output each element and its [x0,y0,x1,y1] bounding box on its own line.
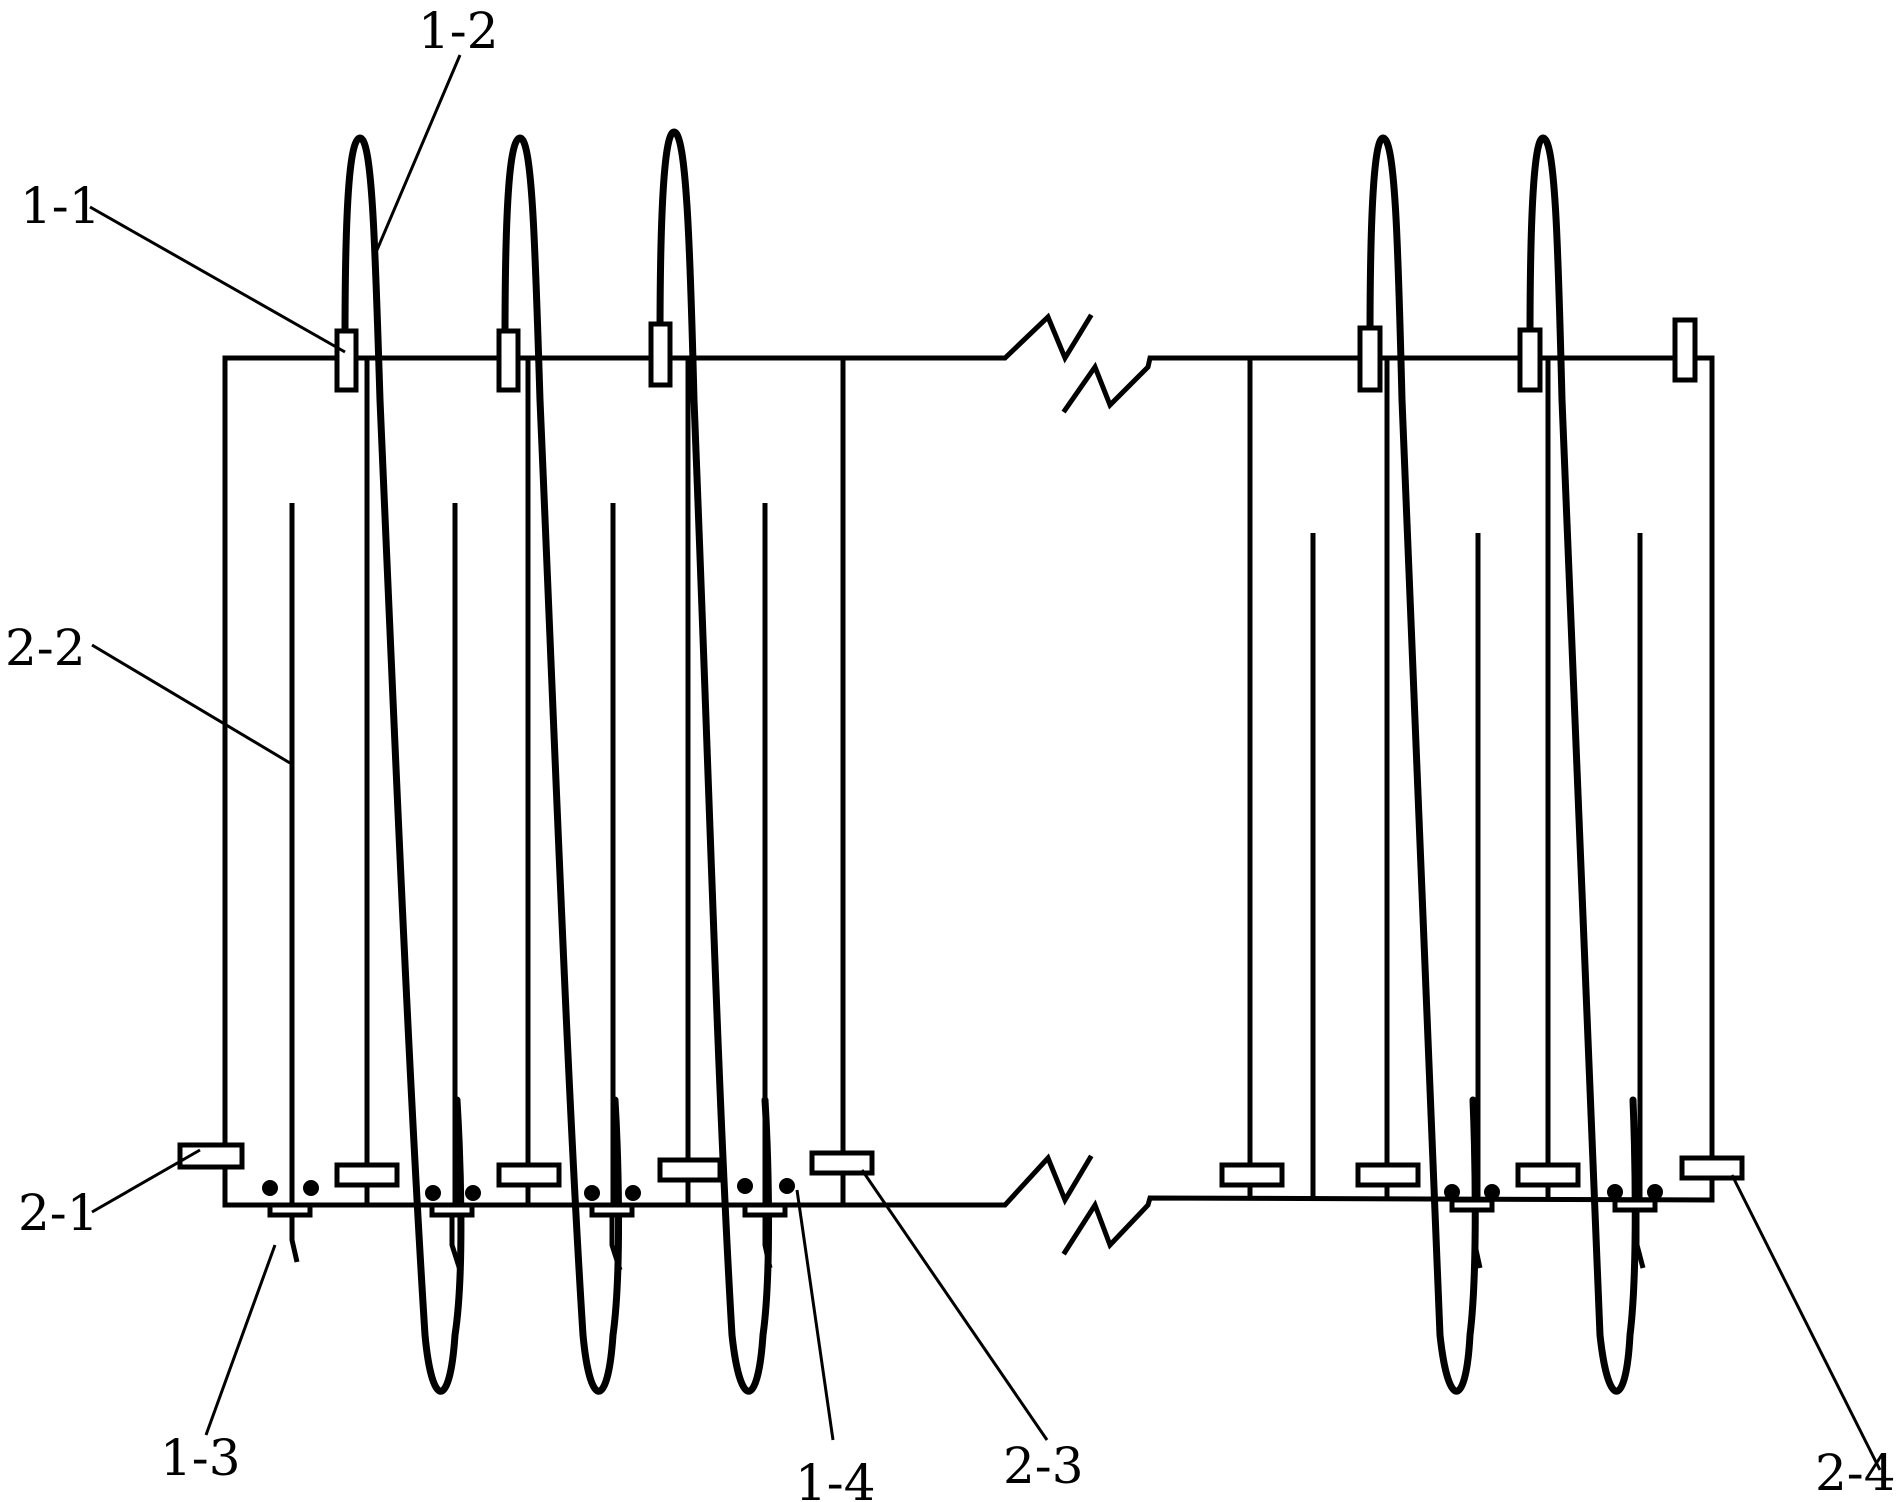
bottom-connectors [267,1197,1658,1218]
long-rods [364,358,1551,1205]
label-2-2: 2-2 [5,619,86,677]
bottom-clamps [177,1142,1745,1188]
label-2-3: 2-3 [1003,1437,1084,1495]
label-1-2: 1-2 [418,2,499,60]
leader-lines [89,54,1882,1471]
short-rods [289,503,1643,1205]
helical-coil [341,128,1639,1395]
top-clamps [334,317,1698,393]
callout-labels: 1-1 1-2 2-2 2-1 1-3 1-4 2-3 2-4 [5,2,1896,1502]
rail-dots [262,1178,1663,1201]
label-2-1: 2-1 [18,1184,99,1242]
top-rail [222,312,1715,414]
label-2-4: 2-4 [1815,1444,1896,1502]
label-1-3: 1-3 [160,1429,241,1487]
label-1-1: 1-1 [20,177,101,235]
label-1-4: 1-4 [795,1454,876,1502]
